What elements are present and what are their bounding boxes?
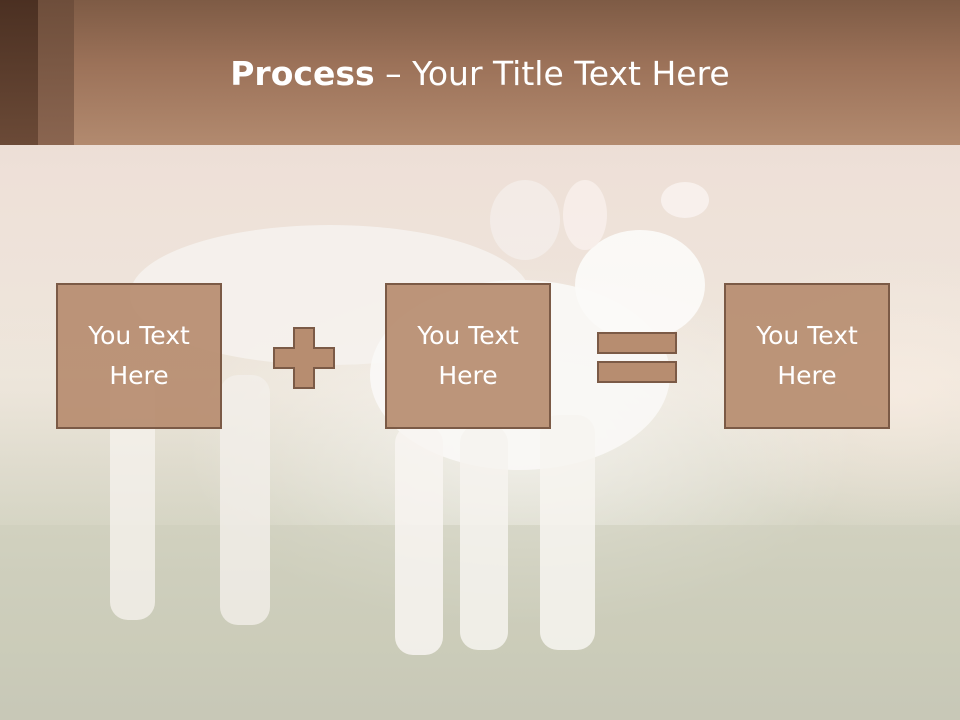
process-box-1[interactable]: You Text Here	[56, 283, 222, 429]
process-box-3[interactable]: You Text Here	[724, 283, 890, 429]
plus-icon	[273, 327, 335, 389]
title-text: Your Title Text Here	[412, 54, 730, 93]
slide-title[interactable]: Process – Your Title Text Here	[0, 52, 960, 96]
lamb-image	[0, 180, 960, 720]
process-box-3-text: You Text Here	[756, 321, 858, 390]
title-dash: –	[374, 54, 413, 93]
process-box-2[interactable]: You Text Here	[385, 283, 551, 429]
header-accent-mid	[38, 0, 74, 145]
equals-icon	[597, 332, 677, 383]
title-bold: Process	[230, 54, 375, 93]
header-bar: Process – Your Title Text Here	[0, 0, 960, 145]
process-box-2-text: You Text Here	[417, 321, 519, 390]
process-box-1-text: You Text Here	[88, 321, 190, 390]
header-accent-dark	[0, 0, 38, 145]
